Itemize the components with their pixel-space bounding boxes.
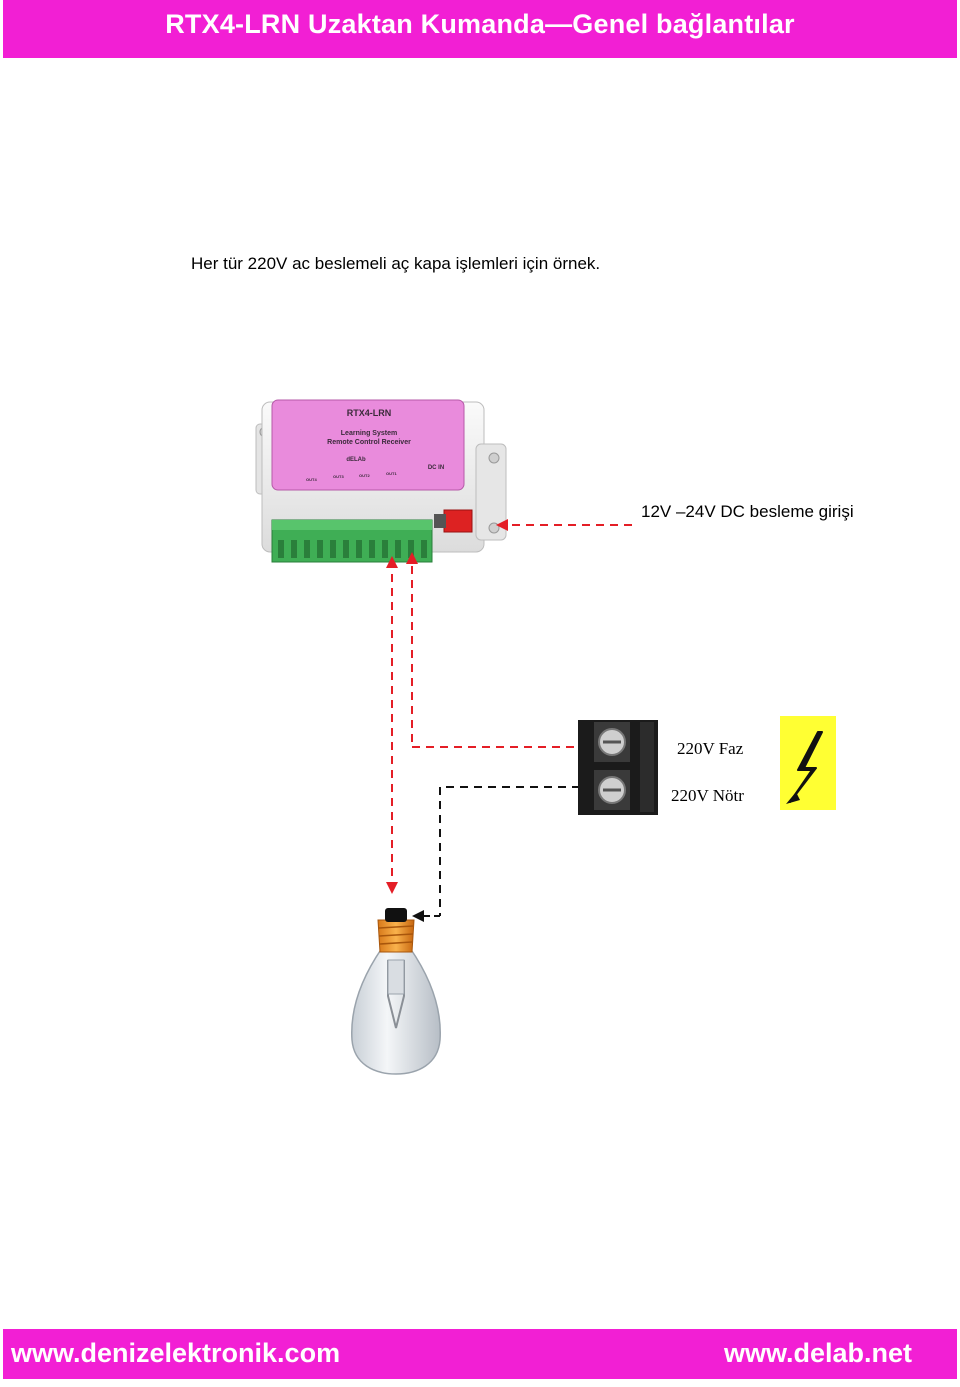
device-out1: OUT1 — [386, 471, 397, 476]
neutral-wire — [412, 786, 580, 922]
phase-label: 220V Faz — [677, 739, 744, 758]
intro-text: Her tür 220V ac beslemeli aç kapa işleml… — [191, 254, 601, 273]
dc-input-label: 12V –24V DC besleme girişi — [641, 502, 854, 521]
device-line2: Remote Control Receiver — [327, 439, 411, 446]
device-dc-label: DC IN — [428, 465, 444, 471]
device-brand: dELAb — [346, 457, 366, 463]
device-out3: OUT3 — [333, 474, 344, 479]
device-model: RTX4-LRN — [347, 408, 392, 418]
footer-bar: www.denizelektronik.com www.delab.net — [3, 1329, 957, 1379]
header-bar: RTX4-LRN Uzaktan Kumanda—Genel bağlantıl… — [3, 0, 957, 58]
terminal-block-icon — [578, 720, 658, 815]
neutral-label: 220V Nötr — [671, 786, 744, 805]
footer-link-deniz[interactable]: www.denizelektronik.com — [11, 1338, 341, 1368]
device-line1: Learning System — [341, 430, 397, 437]
page-title: RTX4-LRN Uzaktan Kumanda—Genel bağlantıl… — [165, 9, 795, 39]
device-out4: OUT4 — [306, 477, 317, 482]
device-out2: OUT2 — [359, 473, 370, 478]
red-wire-to-phase — [406, 552, 580, 748]
footer-link-delab[interactable]: www.delab.net — [723, 1338, 912, 1368]
red-wire-to-bulb — [386, 556, 398, 894]
receiver-device: RTX4-LRN Learning System Remote Control … — [255, 399, 507, 563]
light-bulb-icon — [351, 908, 441, 1075]
high-voltage-icon — [780, 716, 836, 810]
dc-input-arrow — [496, 519, 632, 531]
